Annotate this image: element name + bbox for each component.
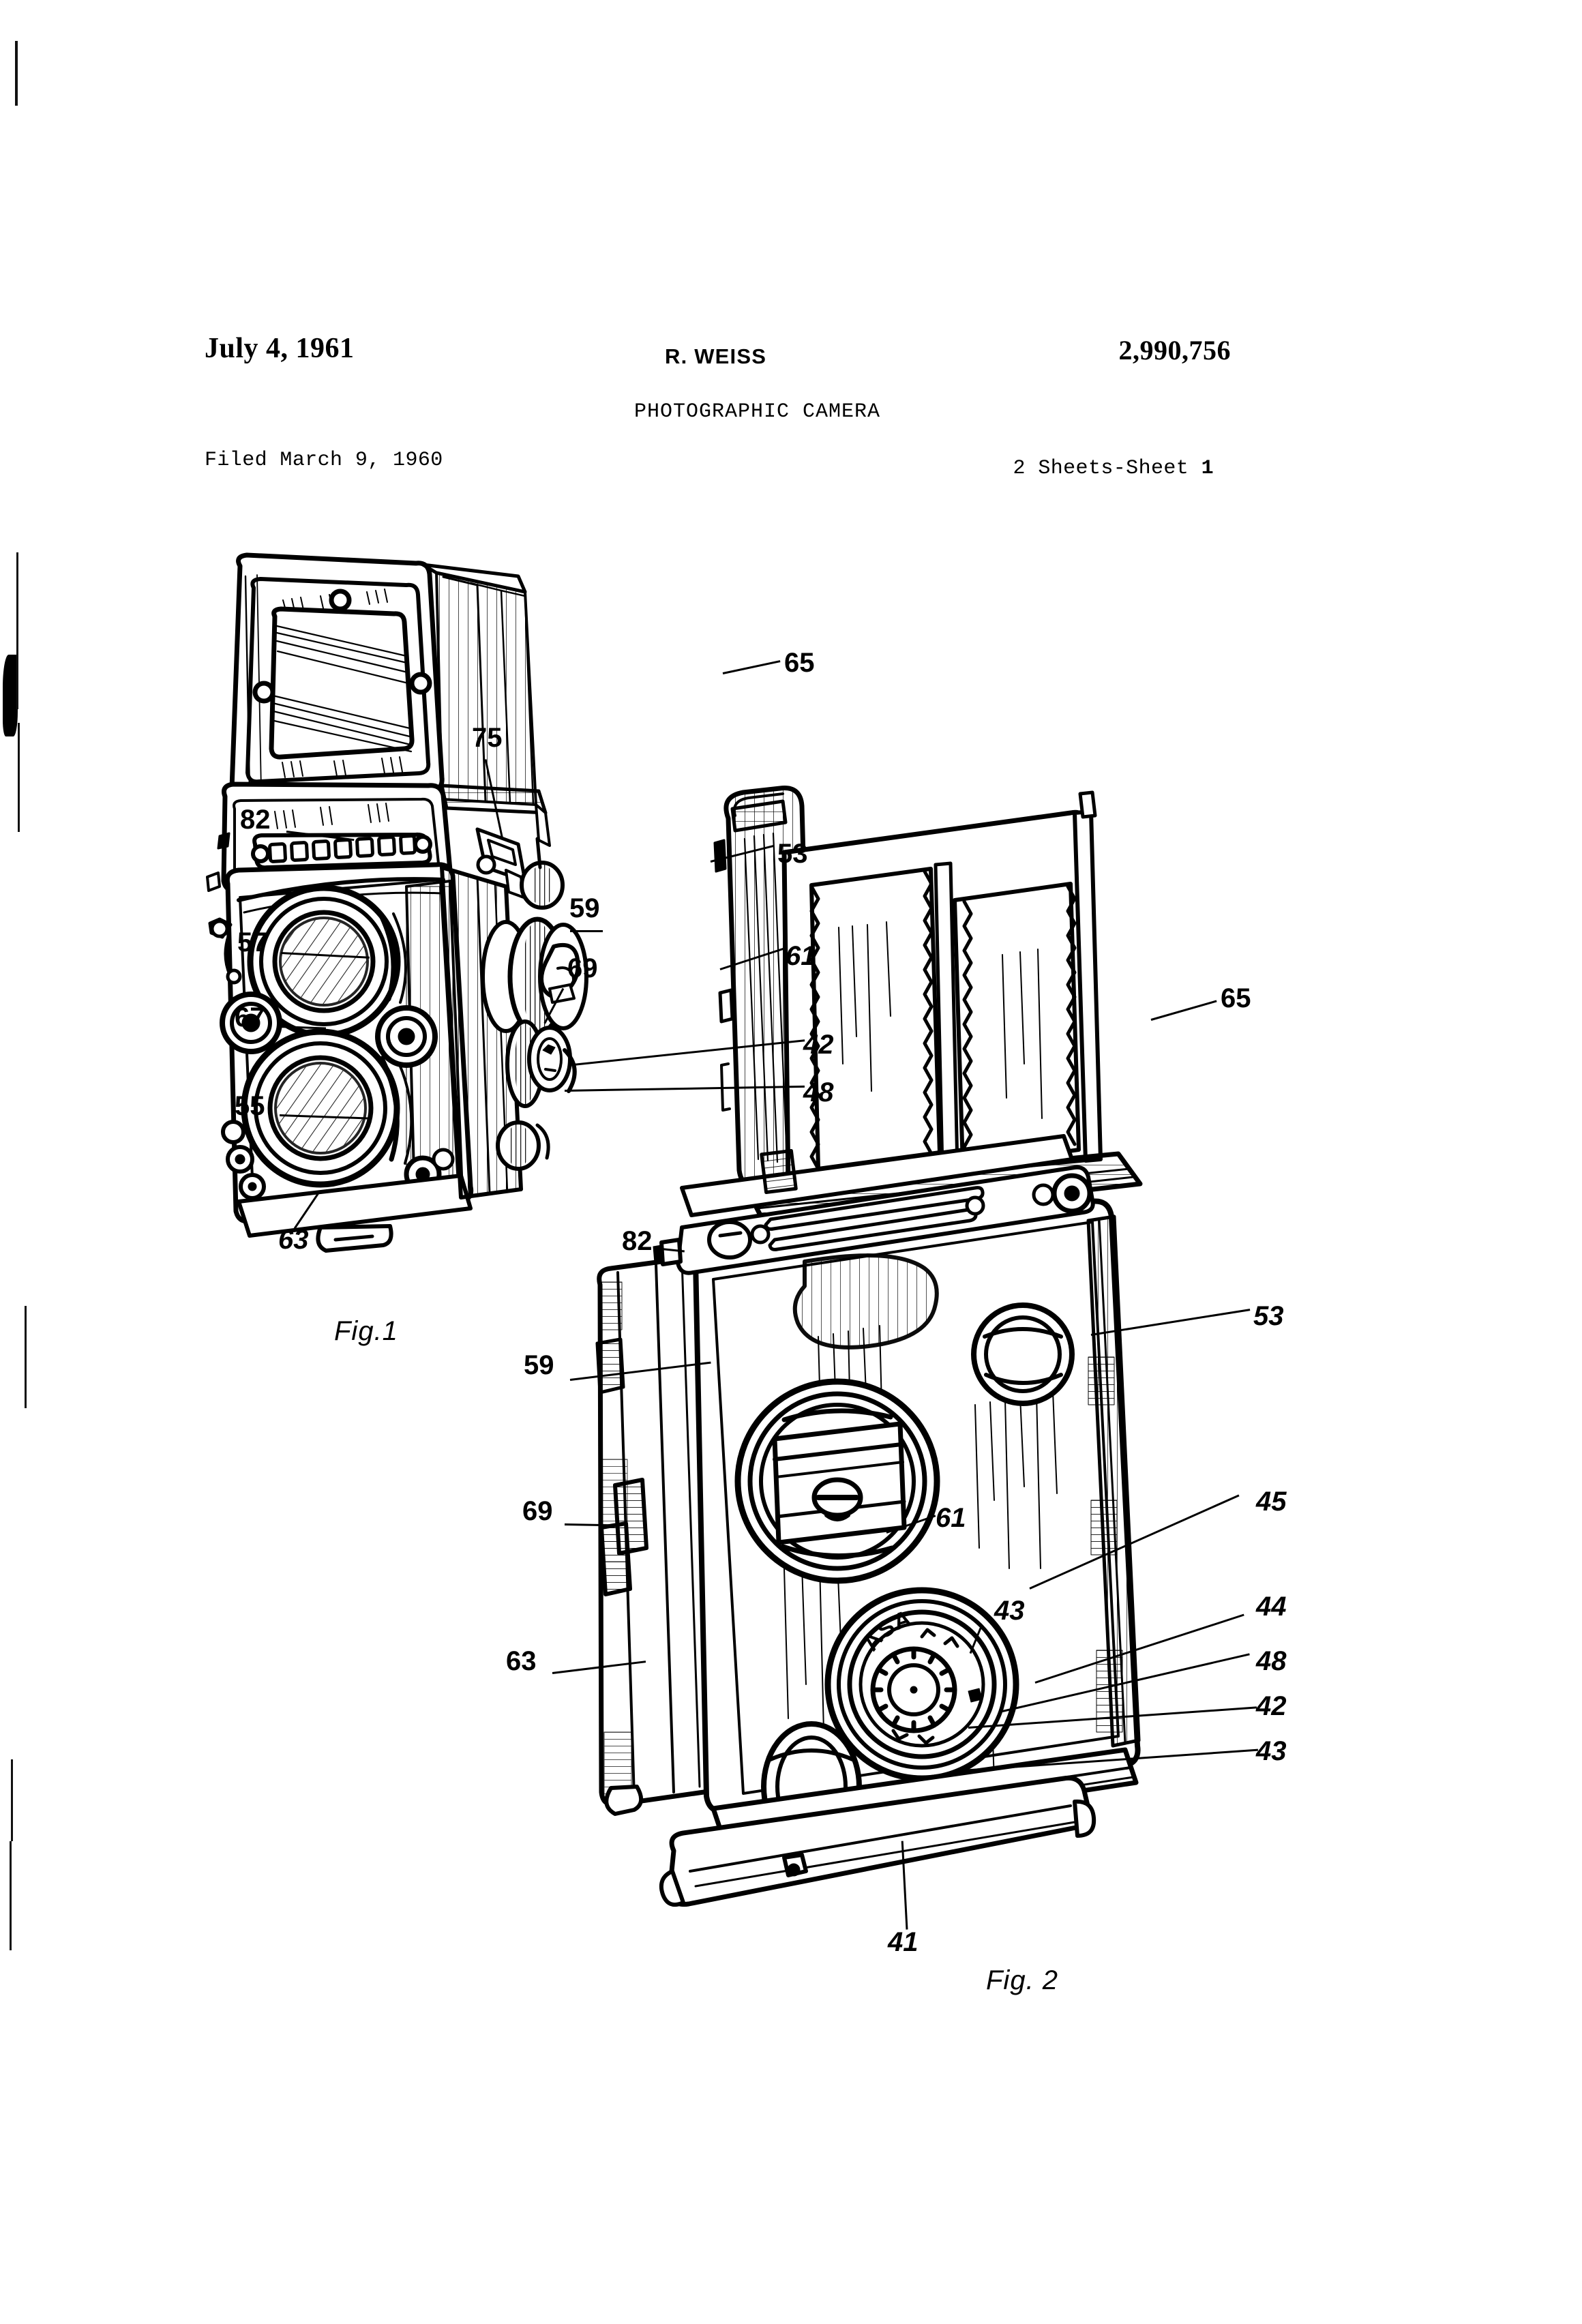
- leader-line-61-fig1: [719, 947, 786, 970]
- inventor-name: R. WEISS: [665, 344, 767, 368]
- asa-scale-text: ASA: [858, 1605, 914, 1656]
- scan-edge-artifact: [10, 1841, 12, 1950]
- scan-edge-artifact: [11, 1759, 13, 1841]
- callout-61-fig1: 61: [786, 941, 816, 971]
- scan-edge-artifact: [25, 1367, 27, 1408]
- sheet-count-label: 2 Sheets-Sheet 1: [1013, 457, 1214, 480]
- scan-edge-artifact: [18, 723, 20, 832]
- callout-61-fig2: 61: [936, 1503, 966, 1533]
- leader-line-42-fig1: [572, 1039, 805, 1066]
- callout-42-fig1: 42: [803, 1030, 834, 1060]
- callout-59-fig1: 59: [569, 893, 600, 923]
- scan-edge-artifact: [15, 41, 18, 106]
- leader-line-43a-fig2: [969, 1627, 982, 1654]
- leader-line-63-fig2: [552, 1660, 646, 1674]
- callout-53-fig2: 53: [1253, 1301, 1284, 1331]
- leader-line-43b-fig2: [951, 1748, 1259, 1772]
- callout-43a-fig2: 43: [994, 1596, 1025, 1626]
- leader-line-55-fig1: [279, 1114, 368, 1120]
- callout-65-fig2: 65: [1221, 983, 1251, 1013]
- callout-65-fig1: 65: [784, 648, 815, 678]
- leader-line-44-fig2: [1034, 1613, 1244, 1684]
- invention-title: PHOTOGRAPHIC CAMERA: [634, 400, 881, 423]
- issue-date: July 4, 1961: [205, 333, 355, 364]
- leader-line-53-fig2: [1090, 1309, 1251, 1336]
- callout-59-fig2: 59: [524, 1350, 554, 1380]
- callout-67-fig1: 67: [235, 1002, 265, 1032]
- scan-edge-artifact: [16, 552, 18, 709]
- callout-57-fig1: 57: [237, 927, 268, 957]
- callout-63-fig2: 63: [506, 1646, 537, 1676]
- leader-line-69-fig2: [564, 1523, 618, 1527]
- leader-line-48-fig1: [564, 1085, 805, 1092]
- leader-line-61-fig2: [886, 1515, 936, 1534]
- patent-number: 2,990,756: [1118, 335, 1231, 366]
- callout-69-fig2: 69: [522, 1496, 553, 1526]
- callout-82-fig2: 82: [622, 1226, 653, 1256]
- figure-2-drawing: ASA: [595, 786, 1143, 1907]
- scan-edge-artifact: [25, 1306, 27, 1388]
- leader-line-67-fig1: [278, 1026, 327, 1030]
- leader-line-82-fig1: [286, 831, 355, 841]
- leader-line-53-fig1: [710, 844, 775, 863]
- callout-55-fig1: 55: [235, 1091, 265, 1121]
- scan-smudge-artifact: [3, 655, 18, 736]
- callout-42-fig2: 42: [1256, 1691, 1287, 1721]
- callout-44-fig2: 44: [1256, 1592, 1287, 1622]
- leader-underline-59-fig1: [570, 930, 603, 932]
- leader-line-45-fig2: [1029, 1494, 1240, 1590]
- callout-53-fig1: 53: [777, 839, 808, 869]
- sheet-count-prefix: 2 Sheets-Sheet: [1013, 457, 1202, 480]
- leader-line-75-fig1: [484, 759, 504, 840]
- callout-41-fig2: 41: [888, 1927, 919, 1957]
- leader-line-57-fig1: [280, 952, 370, 959]
- leader-line-48-fig2: [1002, 1653, 1250, 1712]
- leader-line-69-fig1: [543, 987, 565, 1024]
- figure-1-drawing: [206, 552, 588, 1253]
- callout-48-fig2: 48: [1256, 1646, 1287, 1676]
- sheet-number: 1: [1201, 457, 1214, 480]
- leader-line-59-fig2: [569, 1361, 711, 1381]
- callout-75-fig1: 75: [472, 723, 503, 753]
- leader-line-65-fig1: [722, 660, 781, 674]
- callout-82-fig1: 82: [240, 805, 271, 835]
- figure-1-caption: Fig.1: [334, 1316, 398, 1346]
- callout-63-fig1: 63: [278, 1225, 309, 1255]
- callout-45-fig2: 45: [1256, 1487, 1287, 1517]
- svg-text:ASA: ASA: [858, 1605, 914, 1656]
- callout-69-fig1: 69: [567, 953, 598, 983]
- figure-2-caption: Fig. 2: [986, 1965, 1059, 1995]
- callout-48-fig1: 48: [803, 1077, 834, 1107]
- leader-line-82-fig2: [661, 1248, 685, 1253]
- leader-line-41-fig2: [901, 1841, 908, 1930]
- filing-date: Filed March 9, 1960: [205, 449, 443, 472]
- leader-line-65-fig2: [1150, 1000, 1217, 1021]
- leader-line-63-fig1: [293, 1191, 320, 1230]
- callout-43b-fig2: 43: [1256, 1736, 1287, 1766]
